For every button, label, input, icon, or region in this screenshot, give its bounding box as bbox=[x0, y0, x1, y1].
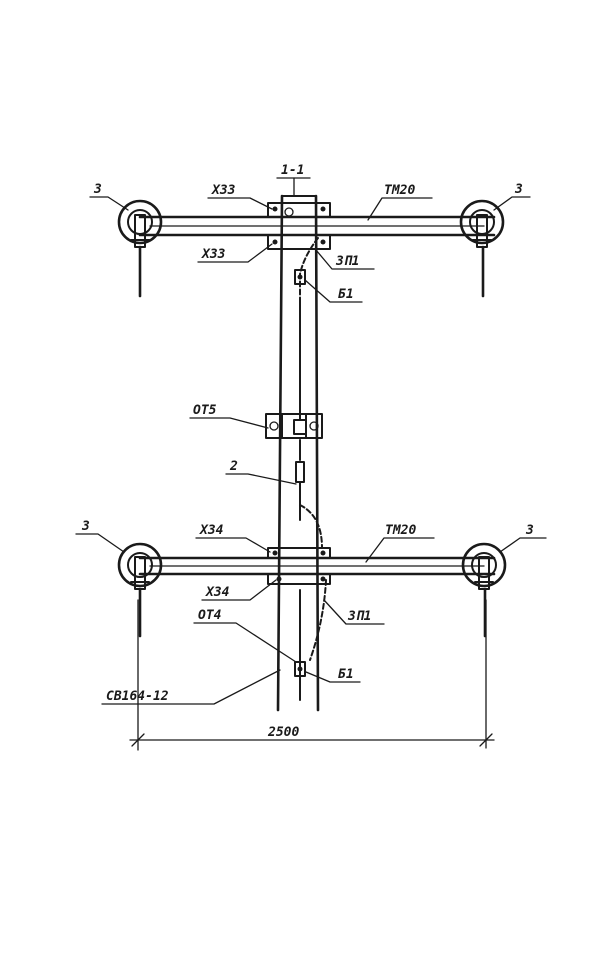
leader-bracket-ot4 bbox=[193, 622, 297, 663]
label-crossarm-bottom: TM20 bbox=[385, 523, 416, 538]
label-insulator-bottom-right: 3 bbox=[525, 523, 534, 538]
label-clamp-top-lower: X33 bbox=[201, 247, 226, 262]
label-bolt-top: Б1 bbox=[338, 287, 354, 302]
dimension-line bbox=[129, 599, 495, 751]
leader-clamp-top-lower bbox=[197, 243, 273, 263]
insulator-top-right bbox=[459, 199, 505, 298]
ground-conductor bbox=[295, 237, 327, 701]
leader-clamp-bottom-upper bbox=[195, 537, 271, 553]
insulator-bottom-right bbox=[461, 542, 507, 638]
leader-crossarm-bottom bbox=[365, 537, 435, 563]
leader-insulator-top-left bbox=[89, 196, 129, 211]
label-crossarm-top: TM20 bbox=[384, 183, 415, 198]
label-clamp-bottom-upper: X34 bbox=[199, 523, 224, 538]
leader-ground-conductor-top bbox=[315, 249, 375, 270]
label-bolt-bottom: Б1 bbox=[338, 667, 354, 682]
section-title: 1-1 bbox=[281, 163, 304, 178]
leader-crossarm-top bbox=[367, 197, 433, 221]
bracket-ot5 bbox=[265, 413, 323, 439]
leader-pole bbox=[101, 669, 281, 705]
label-insulator-top-right: 3 bbox=[514, 182, 523, 197]
label-clamp-bottom-lower: X34 bbox=[205, 585, 230, 600]
insulator-bottom-left bbox=[117, 542, 163, 638]
leader-ground-conductor-bottom bbox=[323, 599, 385, 625]
leader-insulator-bottom-left bbox=[75, 533, 125, 553]
clamp-bottom bbox=[267, 547, 331, 585]
leader-bracket-ot5 bbox=[189, 417, 269, 429]
pole bbox=[276, 194, 320, 712]
dimension-label: 2500 bbox=[267, 725, 299, 740]
clamp-top bbox=[267, 202, 331, 250]
label-insulator-top-left: 3 bbox=[93, 182, 102, 197]
label-clamp-top-upper: X33 bbox=[211, 183, 236, 198]
leader-bolt-bottom bbox=[305, 671, 361, 683]
bolt-bottom bbox=[294, 661, 306, 677]
label-item-2: 2 bbox=[229, 459, 238, 474]
label-ground-conductor-top: ЗП1 bbox=[335, 254, 359, 269]
leader-item-2 bbox=[225, 473, 297, 485]
leader-insulator-top-right bbox=[493, 196, 531, 211]
label-pole: CB164-12 bbox=[106, 689, 169, 704]
label-bracket-ot5: OT5 bbox=[193, 403, 217, 418]
leader-insulator-bottom-right bbox=[499, 537, 547, 553]
label-ground-conductor-bottom: ЗП1 bbox=[347, 609, 371, 624]
leader-clamp-top-upper bbox=[207, 197, 273, 210]
leader-bolt-top bbox=[304, 279, 363, 303]
label-insulator-bottom-left: 3 bbox=[81, 519, 90, 534]
leader-clamp-bottom-lower bbox=[201, 579, 277, 601]
bolt-top bbox=[294, 269, 306, 285]
insulator-top-left bbox=[117, 199, 163, 298]
label-bracket-ot4: OT4 bbox=[198, 608, 222, 623]
